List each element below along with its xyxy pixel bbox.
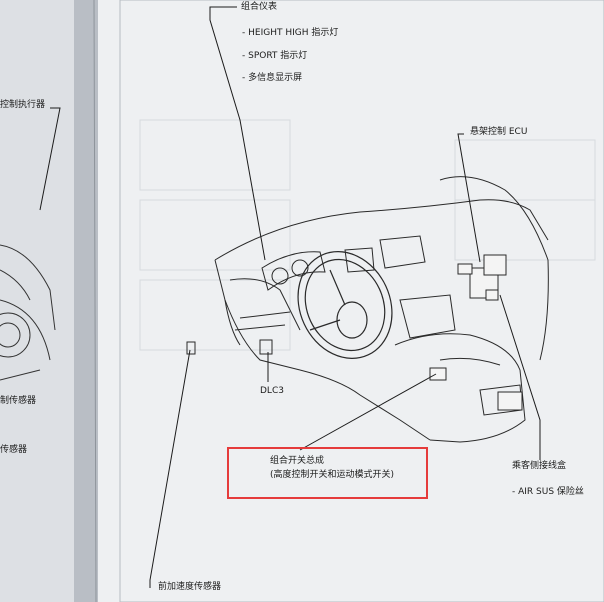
left-sensor-label-1: 制传感器 [0, 396, 37, 406]
leader-lines [39, 6, 541, 588]
dashboard-drawing [186, 176, 549, 443]
combination-switch-line1: 组合开关总成 [270, 456, 325, 466]
leader-combination-meter [209, 6, 266, 261]
leader-passenger-junction [499, 294, 541, 460]
leader-combination-switch [299, 373, 437, 451]
front-accel-sensor-label: 前加速度传感器 [158, 582, 222, 592]
combination-switch-line2: (高度控制开关和运动模式开关) [270, 470, 395, 480]
passenger-junction-title: 乘客侧接线盒 [512, 461, 567, 471]
combination-meter-item-3: - 多信息显示屏 [242, 73, 303, 83]
passenger-junction-item: - AIR SUS 保险丝 [512, 487, 584, 497]
combination-meter-title: 组合仪表 [241, 2, 278, 12]
page-border [119, 0, 604, 602]
combination-switch-highlight [227, 447, 428, 499]
background-table [139, 119, 596, 351]
windshield-edge [439, 176, 549, 361]
leader-suspension-ecu [457, 133, 481, 263]
combination-switch-part [429, 367, 447, 381]
left-page [0, 0, 74, 602]
combination-meter-item-2: - SPORT 指示灯 [242, 51, 308, 61]
combination-meter-cluster [261, 251, 326, 291]
leader-left-actuator [39, 107, 61, 211]
left-actuator-label: 控制执行器 [0, 100, 46, 110]
dlc3-label: DLC3 [260, 386, 284, 396]
leader-front-accel [149, 349, 191, 588]
dashboard-top [214, 199, 549, 261]
suspension-ecu-module [457, 254, 507, 301]
junction-box-part [497, 391, 523, 411]
right-page [98, 0, 604, 602]
steering-wheel [297, 251, 393, 359]
combination-meter-item-1: - HEIGHT HIGH 指示灯 [242, 28, 339, 38]
left-sensor-label-2: 传感器 [0, 445, 28, 455]
gutter-line [93, 0, 97, 602]
suspension-ecu-label: 悬架控制 ECU [470, 127, 528, 137]
left-car-fragment [0, 244, 56, 381]
